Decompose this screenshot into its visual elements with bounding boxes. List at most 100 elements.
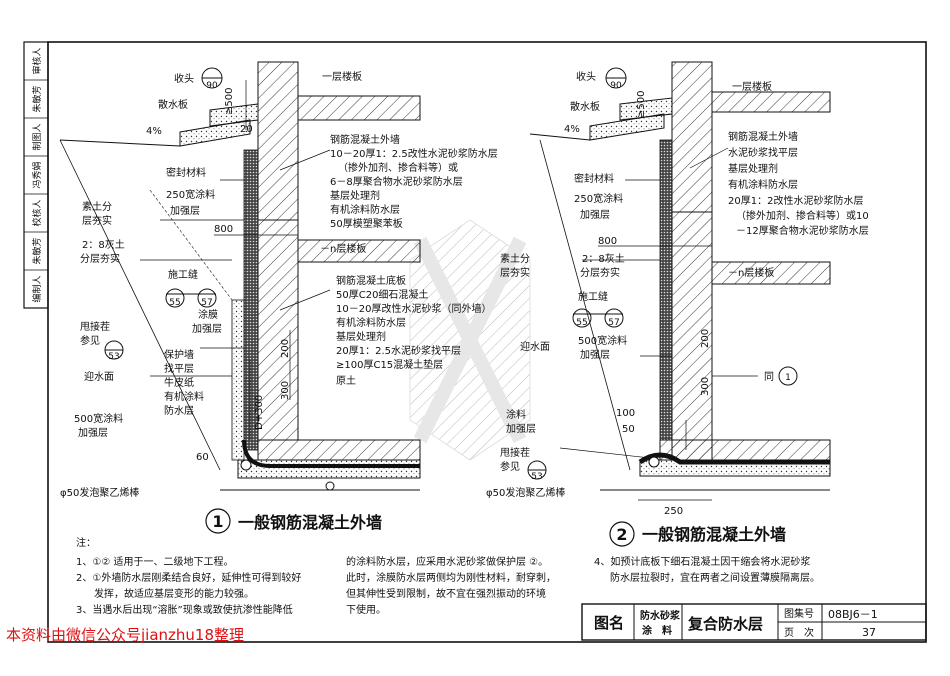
note-line: 3、当遇水后出现“溶胀”现象或致使抗渗性能降低	[76, 603, 293, 616]
dim-label: ≥500	[224, 88, 235, 115]
side-strip-text: 编制人	[31, 275, 43, 302]
title-block-tujihao-value: 08BJ6－1	[828, 608, 878, 621]
label: 参见	[80, 334, 100, 347]
dim-label: 200	[280, 339, 291, 358]
title-block: 图名 防水砂浆 涂 料 复合防水层 图集号 08BJ6－1 页 次 37	[581, 603, 927, 641]
dim-label: D+300	[254, 395, 265, 430]
label: 500宽涂料	[74, 412, 123, 425]
label: 加强层	[78, 427, 108, 439]
label: 加强层	[170, 205, 200, 217]
label: －n层楼板	[728, 266, 774, 279]
note-line: 的涂料防水层，应采用水泥砂浆做保护层 ②。	[346, 555, 548, 568]
label: 散水板	[570, 100, 600, 113]
detail-2-first-floor-slab	[711, 91, 831, 113]
label: 甩接茬	[500, 446, 530, 459]
label: 加强层	[580, 349, 610, 361]
dim-label: 800	[598, 236, 617, 247]
label: 一层楼板	[322, 70, 362, 83]
label: 涂料	[506, 408, 526, 421]
label: 收头	[174, 72, 194, 85]
label: 保护墙	[164, 348, 194, 361]
label: 2：8灰土	[582, 252, 625, 265]
label: 同	[764, 371, 774, 383]
detail-1-foam-rod	[325, 481, 335, 491]
label: 甩接茬	[80, 320, 110, 333]
watermark-text: 本资料由微信公众号jianzhu18整理	[6, 626, 244, 644]
label: 有机涂料防水层	[336, 316, 406, 329]
label: 一层楼板	[732, 80, 772, 93]
title-block-sub2: 涂 料	[642, 624, 672, 637]
label: 密封材料	[166, 166, 206, 179]
label: ≥100厚C15混凝土垫层	[336, 358, 443, 371]
callout-55-57: 55 57	[165, 288, 217, 308]
label: 加强层	[580, 209, 610, 221]
dim-label: 300	[700, 377, 711, 396]
detail-2-number-circle	[609, 521, 635, 547]
label: 10－20厚改性水泥砂浆（同外墙）	[336, 302, 491, 315]
detail-1-title: 一般钢筋混凝土外墙	[238, 513, 382, 532]
label: 参见	[500, 460, 520, 473]
dim-label: 60	[196, 452, 209, 463]
detail-2-waterproof-band	[659, 139, 673, 441]
label: 50厚模塑聚苯板	[330, 217, 403, 230]
side-strip-dividers	[24, 79, 48, 271]
note-line: 4、如预计底板下细石混凝土因干缩会将水泥砂浆	[594, 555, 810, 568]
side-strip-text: 审核人	[31, 47, 43, 74]
label: －n层楼板	[320, 242, 366, 255]
detail-1-foam-rod	[240, 459, 252, 471]
detail-2-upper-wall	[671, 61, 713, 213]
label: 素土分	[500, 252, 530, 265]
label: 20厚1：2改性水泥砂浆防水层	[728, 194, 863, 207]
dim-label: 300	[280, 381, 291, 400]
label: φ50发泡聚乙烯棒	[486, 486, 565, 499]
label: 钢筋混凝土外墙	[330, 133, 400, 146]
label: 20厚1：2.5水泥砂浆找平层	[336, 344, 461, 357]
detail-2-title: 一般钢筋混凝土外墙	[642, 525, 786, 544]
callout-1-53-r: 53	[527, 460, 547, 482]
label: 分层夯实	[580, 266, 620, 279]
label: 分层夯实	[80, 252, 120, 265]
side-strip-frame	[23, 41, 49, 309]
label: 收头	[576, 70, 596, 83]
dim-label: 20	[240, 124, 253, 135]
note-line: 下使用。	[346, 603, 386, 616]
label: 加强层	[192, 323, 222, 335]
note-line: 1、①② 适用于一、二级地下工程。	[76, 555, 233, 568]
dim-label: ≥500	[636, 91, 647, 118]
label: 有机涂料	[164, 390, 204, 403]
note-line: 2、①外墙防水层刚柔结合良好，延伸性可得到较好	[76, 571, 301, 584]
label: （掺外加剂、掺合料等）或	[338, 161, 458, 174]
label: 钢筋混凝土外墙	[728, 130, 798, 143]
detail-1-corner-band	[242, 439, 420, 468]
label: 原土	[336, 374, 356, 387]
detail-2-labels: 收头 散水板 4% 一层楼板 ≥500 钢筋混凝土外墙 水泥砂浆找平层 基层处理…	[486, 70, 869, 547]
detail-2-apron-top	[619, 97, 673, 121]
label: 基层处理剂	[330, 189, 380, 202]
detail-2-number: 2	[616, 525, 627, 544]
callout-text: 55	[576, 318, 587, 328]
label: 水泥砂浆找平层	[728, 146, 798, 159]
detail-1-number: 1	[212, 512, 223, 531]
label: （掺外加剂、掺合料等）或10	[736, 209, 869, 222]
detail-1-number-circle	[205, 508, 231, 534]
dim-label: 100	[616, 408, 635, 419]
label: 500宽涂料	[578, 334, 627, 347]
callout-90: 90	[201, 67, 223, 91]
detail-1-labels: 收头 散水板 4% 一层楼板 ≥500 20 钢筋混凝土外墙 10－20厚1：2…	[60, 70, 498, 534]
detail-1-base-layers	[237, 459, 421, 479]
label: 层夯实	[82, 214, 112, 227]
side-strip: 审核人 朱敏芳 制图人 冯秀娟 校核人 朱敏芳 编制人	[31, 47, 43, 302]
label: 250宽涂料	[574, 192, 623, 205]
label: 4%	[564, 124, 580, 135]
notes-head: 注：	[76, 536, 96, 549]
label: 加强层	[506, 423, 536, 435]
title-block-tuming: 图名	[594, 614, 624, 632]
label: φ50发泡聚乙烯棒	[60, 486, 139, 499]
label: 钢筋混凝土底板	[336, 274, 406, 287]
label: 涂膜	[198, 308, 218, 321]
callout-text: 53	[108, 352, 119, 362]
label: 层夯实	[500, 266, 530, 279]
title-block-yeci: 页 次	[784, 626, 814, 639]
side-strip-text: 制图人	[31, 123, 43, 150]
title-block-main: 复合防水层	[687, 615, 763, 633]
